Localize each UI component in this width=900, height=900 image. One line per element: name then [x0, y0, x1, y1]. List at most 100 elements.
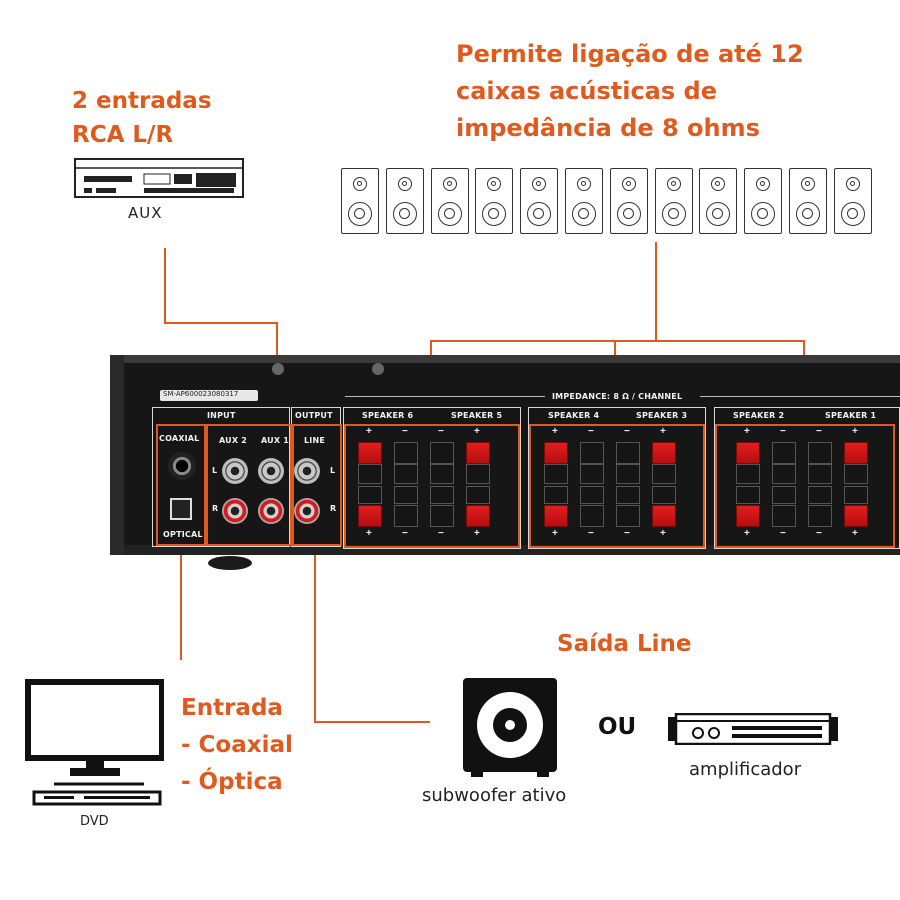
speaker-terminal	[772, 505, 796, 527]
subwoofer-label: subwoofer ativo	[422, 785, 567, 806]
speaker-terminal	[736, 505, 760, 527]
speaker-terminal	[808, 442, 832, 464]
speaker-terminal-body	[430, 486, 454, 504]
polarity-marker: −	[816, 426, 822, 437]
amplifier-label: amplificador	[689, 759, 802, 780]
speaker-icon	[430, 168, 469, 234]
speaker-terminal	[394, 505, 418, 527]
impedance-line-2	[700, 396, 900, 397]
note-digital-line1: Entrada	[181, 695, 283, 721]
aux-device-icon	[74, 158, 244, 200]
aux1-left-jack	[258, 458, 284, 484]
wire-speakers-h	[430, 340, 804, 342]
input-label: INPUT	[207, 411, 236, 420]
optical-label: OPTICAL	[163, 530, 203, 539]
speaker-terminal	[580, 505, 604, 527]
speakers-4-3-highlight	[529, 424, 705, 548]
polarity-marker: +	[660, 528, 666, 539]
speaker-terminal-body	[736, 464, 760, 484]
line-left-jack	[294, 458, 320, 484]
note-digital-line3: - Óptica	[181, 769, 283, 795]
aux1-label: AUX 1	[261, 436, 289, 445]
coaxial-label: COAXIAL	[159, 434, 200, 443]
speaker-terminal	[430, 505, 454, 527]
aux2-label: AUX 2	[219, 436, 247, 445]
left-channel-label: L	[212, 466, 218, 475]
ou-label: OU	[598, 714, 637, 740]
wire-line-v	[314, 545, 316, 723]
speaker-terminal	[394, 442, 418, 464]
speaker-terminal-body	[652, 464, 676, 484]
speaker-icon	[789, 168, 827, 234]
speaker-icon	[744, 168, 783, 234]
speaker-terminal-body	[772, 464, 796, 484]
speaker4-label: SPEAKER 4	[548, 411, 600, 420]
speaker-terminal-body	[466, 486, 490, 504]
polarity-marker: −	[588, 528, 594, 539]
speaker-icon	[520, 168, 559, 234]
speaker2-label: SPEAKER 2	[733, 411, 785, 420]
speaker-terminal-body	[394, 464, 418, 484]
optical-jack	[170, 498, 192, 520]
speaker-icon	[565, 168, 603, 234]
impedance-label: IMPEDANCE: 8 Ω / CHANNEL	[552, 392, 683, 401]
note-speakers: Permite ligação de até 12 caixas acústic…	[456, 36, 804, 147]
line-output-highlight	[292, 424, 342, 546]
note-speakers-line1: Permite ligação de até 12	[456, 40, 804, 68]
amplifier-icon	[668, 712, 838, 746]
polarity-marker: −	[438, 426, 444, 437]
polarity-marker: −	[438, 528, 444, 539]
speakers-2-1-highlight	[715, 424, 895, 548]
line-right-jack	[294, 498, 320, 524]
line-left-label: L	[330, 466, 336, 475]
polarity-marker: +	[552, 528, 558, 539]
digital-inputs-highlight	[156, 424, 206, 546]
speaker-terminal	[616, 505, 640, 527]
polarity-marker: +	[474, 528, 480, 539]
note-rca-line2: RCA L/R	[72, 122, 174, 148]
speaker-icon	[475, 168, 514, 234]
coaxial-jack	[168, 452, 196, 480]
input-box	[152, 407, 290, 547]
speaker-terminal	[580, 442, 604, 464]
aux-device-label: AUX	[128, 204, 163, 222]
speaker-terminal	[616, 442, 640, 464]
note-rca-line1: 2 entradas	[72, 88, 212, 114]
speaker-terminal	[544, 442, 568, 464]
speaker-terminal	[772, 442, 796, 464]
aux-inputs-highlight	[206, 424, 292, 546]
speaker-terminal	[652, 442, 676, 464]
tv-dvd-icon	[24, 678, 165, 813]
wire-speakers-v	[655, 242, 657, 342]
polarity-marker: +	[474, 426, 480, 437]
speaker-terminal	[844, 505, 868, 527]
speaker-terminal-body	[394, 486, 418, 504]
wire-aux-v1	[164, 248, 166, 324]
polarity-marker: +	[552, 426, 558, 437]
speaker-terminal-body	[544, 486, 568, 504]
speaker-terminal-body	[466, 464, 490, 484]
impedance-line	[345, 396, 545, 397]
line-output-title: Saída Line	[557, 631, 692, 657]
speaker-group-4-3	[528, 407, 706, 549]
speaker-terminal	[652, 505, 676, 527]
speaker-terminal-body	[358, 486, 382, 504]
speaker-terminal	[808, 505, 832, 527]
speaker-terminal-body	[544, 464, 568, 484]
speaker6-label: SPEAKER 6	[362, 411, 414, 420]
speaker-terminal-body	[736, 486, 760, 504]
polarity-marker: +	[852, 426, 858, 437]
polarity-marker: −	[588, 426, 594, 437]
polarity-marker: +	[744, 426, 750, 437]
serial-label	[160, 390, 258, 401]
aux2-right-jack	[222, 498, 248, 524]
polarity-marker: −	[780, 528, 786, 539]
speaker-terminal-body	[358, 464, 382, 484]
aux2-left-jack	[222, 458, 248, 484]
note-digital-input: Entrada - Coaxial - Óptica	[181, 690, 293, 801]
subwoofer-icon	[463, 678, 557, 778]
speaker-icon	[833, 168, 872, 234]
speaker-terminal-body	[808, 486, 832, 504]
speaker-terminal	[466, 442, 490, 464]
speaker-icon	[654, 168, 693, 234]
